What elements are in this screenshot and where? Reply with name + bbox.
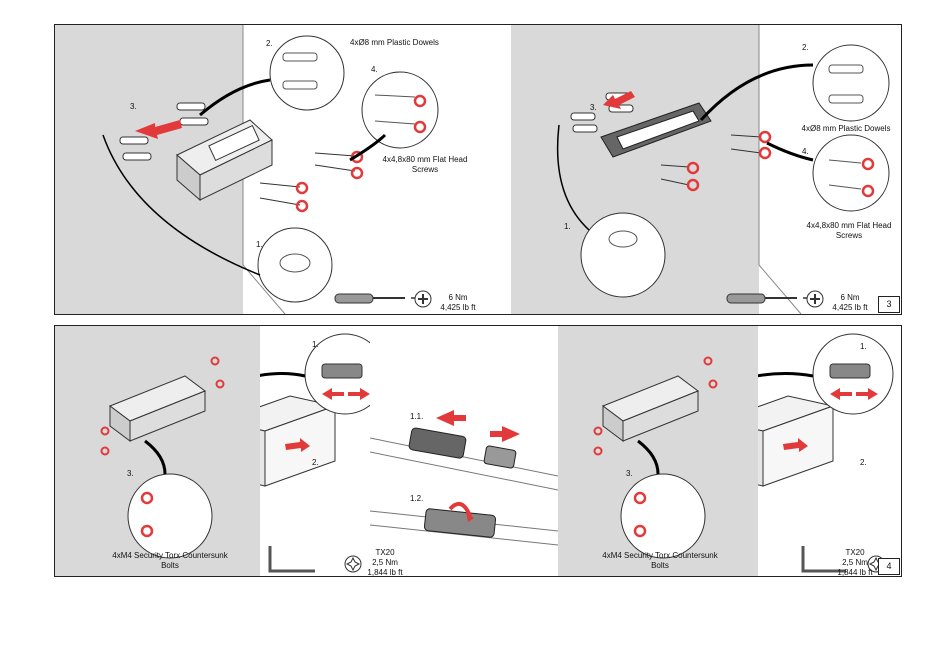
step-4-label: 4. xyxy=(802,147,809,156)
push-arrow xyxy=(135,120,182,139)
torx-size: TX20 xyxy=(375,548,395,557)
detail-dowels-circle xyxy=(812,44,890,122)
step-3-label: 3. xyxy=(590,103,597,112)
housing-box xyxy=(176,119,273,202)
screws-label-line2: Screws xyxy=(411,165,439,174)
step-2-label: 2. xyxy=(860,458,867,467)
bolts-label: 4xM4 Security Torx Countersunk Bolts xyxy=(585,551,735,571)
dowels-label: 4xØ8 mm Plastic Dowels xyxy=(801,124,891,133)
step-1-label: 1. xyxy=(564,222,571,231)
dowels-label: 4xØ8 mm Plastic Dowels xyxy=(350,38,439,47)
torque-value: 6 Nm 4,425 lb ft xyxy=(825,293,875,313)
torx-spec: TX20 2,5 Nm 1,844 lb ft xyxy=(360,548,410,577)
cover-box-illustration xyxy=(260,333,370,487)
screws-label-line1: 4x4,8x80 mm Flat Head xyxy=(806,221,892,230)
bolts-label-line1: 4xM4 Security Torx Countersunk xyxy=(602,551,718,560)
screws-label: 4x4,8x80 mm Flat Head Screws xyxy=(799,221,899,241)
page-4-panel: 3. 1. 2. 4xM4 Security Torx Countersunk … xyxy=(54,325,902,577)
screwdriver-icon xyxy=(726,293,813,304)
step-4-label: 4. xyxy=(371,65,378,74)
mounting-illustration xyxy=(556,25,890,314)
torque-nm: 2,5 Nm xyxy=(372,558,398,567)
page-4-right-illustration: 3. xyxy=(558,326,758,576)
page-3-panel: 2. 4xØ8 mm Plastic Dowels 4. 4x4,8x80 mm… xyxy=(54,24,902,315)
page-4-connector-detail: 1.1. 1.2. xyxy=(370,326,558,576)
torx-size: TX20 xyxy=(845,548,865,557)
torque-lbft: 4,425 lb ft xyxy=(440,303,476,312)
page-4-right-box-area: 1. 2. xyxy=(758,326,901,576)
red-washers xyxy=(686,130,772,192)
bolts-label: 4xM4 Security Torx Countersunk Bolts xyxy=(95,551,245,571)
page-3-left-illustration: 2. 4xØ8 mm Plastic Dowels 4. 4x4,8x80 mm… xyxy=(55,25,511,314)
torque-nm: 2,5 Nm xyxy=(842,558,868,567)
bolts-label-line2: Bolts xyxy=(161,561,179,570)
torque-lbft: 4,425 lb ft xyxy=(832,303,868,312)
step-1-label: 1. xyxy=(860,342,867,351)
page-4-left-illustration: 3. xyxy=(55,326,260,576)
detail-bolts-circle xyxy=(620,473,706,559)
step-3-label: 3. xyxy=(626,469,633,478)
cover-box-illustration xyxy=(758,333,894,573)
dowels-group xyxy=(119,102,209,161)
screws-group xyxy=(259,152,356,206)
connection-illustration xyxy=(100,356,225,559)
phillips-icon xyxy=(414,290,432,308)
step-1-label: 1. xyxy=(256,240,263,249)
step-3-label: 3. xyxy=(127,469,134,478)
detail-screws-circle xyxy=(812,134,890,212)
screws-group xyxy=(660,134,762,186)
torx-spec: TX20 2,5 Nm 1,844 lb ft xyxy=(830,548,880,577)
bolts-label-line1: 4xM4 Security Torx Countersunk xyxy=(112,551,228,560)
step-2-label: 2. xyxy=(802,43,809,52)
torque-nm: 6 Nm xyxy=(448,293,468,302)
detail-bolts-circle xyxy=(127,473,213,559)
step-1-2-label: 1.2. xyxy=(410,494,424,503)
connection-illustration xyxy=(593,356,718,559)
step-3-label: 3. xyxy=(130,102,137,111)
step-1-1-label: 1.1. xyxy=(410,412,424,421)
page-4-left-box-area: 1. 2. xyxy=(260,326,370,576)
screws-label-line1: 4x4,8x80 mm Flat Head xyxy=(382,155,468,164)
step-2-label: 2. xyxy=(312,458,319,467)
torque-lbft: 1,844 lb ft xyxy=(367,568,403,577)
bolts-label-line2: Bolts xyxy=(651,561,669,570)
torque-value: 6 Nm 4,425 lb ft xyxy=(433,293,483,313)
detail-drill-circle xyxy=(580,212,666,298)
mounting-frame xyxy=(600,102,712,158)
red-washers xyxy=(295,150,364,213)
torque-lbft: 1,844 lb ft xyxy=(837,568,873,577)
step-2-label: 2. xyxy=(266,39,273,48)
allen-key-icon xyxy=(801,546,846,573)
step-1-label: 1. xyxy=(312,340,319,349)
screws-label: 4x4,8x80 mm Flat Head Screws xyxy=(370,155,480,175)
screwdriver-icon xyxy=(334,293,421,304)
detail-dowels-circle xyxy=(269,35,345,111)
detail-screws-circle xyxy=(361,71,439,149)
page-number: 4 xyxy=(878,558,900,575)
screws-label-line2: Screws xyxy=(835,231,863,240)
page-number: 3 xyxy=(878,296,900,313)
phillips-icon xyxy=(806,290,824,308)
connector-steps-illustration xyxy=(370,410,558,546)
page-3-right-illustration: 2. 4xØ8 mm Plastic Dowels 4. 4x4,8x80 mm… xyxy=(511,25,901,314)
torque-nm: 6 Nm xyxy=(840,293,860,302)
push-arrow xyxy=(603,91,635,109)
mounting-illustration xyxy=(102,25,439,314)
